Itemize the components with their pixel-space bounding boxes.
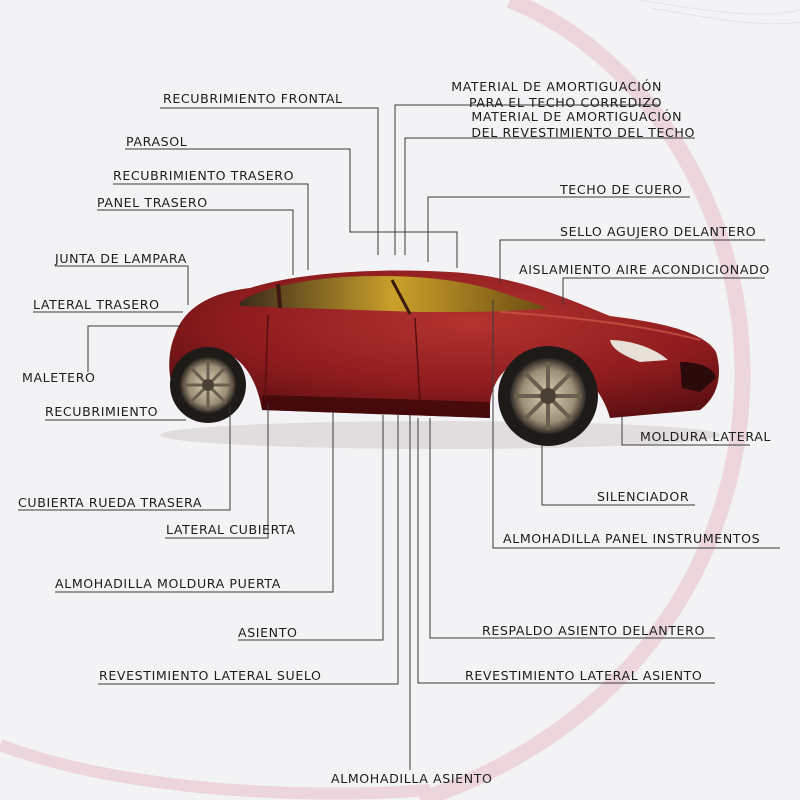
label-lateral-trasero: LATERAL TRASERO bbox=[33, 297, 160, 312]
leader-maletero bbox=[87, 325, 180, 372]
leader-parasol bbox=[125, 148, 458, 268]
label-revestimiento-lateral-suelo: REVESTIMIENTO LATERAL SUELO bbox=[99, 668, 322, 683]
label-recubrimiento: RECUBRIMIENTO bbox=[45, 404, 159, 419]
label-lateral-cubierta: LATERAL CUBIERTA bbox=[166, 522, 296, 537]
leader-revestimiento-techo bbox=[404, 137, 695, 255]
leader-asiento bbox=[238, 415, 384, 641]
leader-lateral-cubierta bbox=[165, 405, 269, 539]
label-maletero: MALETERO bbox=[22, 370, 96, 385]
leader-aislamiento-aire bbox=[562, 277, 765, 305]
leader-silenciador bbox=[541, 445, 695, 506]
label-material-revestimiento-line2: DEL REVESTIMIENTO DEL TECHO bbox=[471, 124, 695, 140]
label-moldura-lateral: MOLDURA LATERAL bbox=[640, 429, 772, 444]
label-recubrimiento-frontal: RECUBRIMIENTO FRONTAL bbox=[163, 91, 343, 106]
leader-almohadilla-panel bbox=[492, 300, 780, 549]
label-material-revestimiento-line1: MATERIAL DE AMORTIGUACIÓN bbox=[471, 109, 683, 124]
label-respaldo-asiento-delantero: RESPALDO ASIENTO DELANTERO bbox=[482, 623, 705, 638]
label-almohadilla-moldura-puerta: ALMOHADILLA MOLDURA PUERTA bbox=[55, 576, 281, 591]
label-panel-trasero: PANEL TRASERO bbox=[97, 195, 208, 210]
leader-recubrimiento-trasero bbox=[113, 183, 309, 270]
label-material-techo-corredizo: MATERIAL DE AMORTIGUACIÓN PARA EL TECHO … bbox=[451, 79, 662, 110]
label-junta-lampara: JUNTA DE LAMPARA bbox=[55, 251, 187, 266]
leader-recubrimiento-frontal bbox=[160, 107, 379, 255]
leader-respaldo bbox=[429, 418, 715, 639]
leader-junta-lampara bbox=[55, 265, 189, 305]
label-almohadilla-panel-instrumentos: ALMOHADILLA PANEL INSTRUMENTOS bbox=[503, 531, 761, 546]
car-illustration bbox=[160, 270, 720, 449]
label-techo-cuero: TECHO DE CUERO bbox=[560, 182, 683, 197]
leader-almohadilla-moldura bbox=[55, 412, 334, 593]
label-sello-agujero-delantero: SELLO AGUJERO DELANTERO bbox=[560, 224, 757, 239]
label-asiento: ASIENTO bbox=[238, 625, 298, 640]
leader-lines bbox=[18, 104, 780, 770]
label-aislamiento-aire-acondicionado: AISLAMIENTO AIRE ACONDICIONADO bbox=[519, 262, 770, 277]
label-material-techo-corredizo-line2: PARA EL TECHO CORREDIZO bbox=[469, 94, 662, 110]
label-material-revestimiento-techo: MATERIAL DE AMORTIGUACIÓN DEL REVESTIMIE… bbox=[471, 109, 695, 140]
label-parasol: PARASOL bbox=[126, 134, 188, 149]
label-silenciador: SILENCIADOR bbox=[597, 489, 690, 504]
leader-techo-corredizo bbox=[394, 104, 660, 255]
leader-cubierta-rueda bbox=[18, 405, 231, 511]
leader-revestimiento-suelo bbox=[98, 415, 399, 685]
label-almohadilla-asiento: ALMOHADILLA ASIENTO bbox=[331, 771, 493, 786]
label-recubrimiento-trasero: RECUBRIMIENTO TRASERO bbox=[113, 168, 295, 183]
leader-moldura-lateral bbox=[621, 415, 750, 446]
label-cubierta-rueda-trasera: CUBIERTA RUEDA TRASERA bbox=[18, 495, 203, 510]
leader-revestimiento-asiento bbox=[417, 418, 715, 684]
leader-sello-agujero bbox=[499, 239, 765, 283]
leader-panel-trasero bbox=[97, 209, 294, 275]
label-revestimiento-lateral-asiento: REVESTIMIENTO LATERAL ASIENTO bbox=[465, 668, 703, 683]
leader-techo-cuero bbox=[427, 196, 690, 262]
label-material-techo-corredizo-line1: MATERIAL DE AMORTIGUACIÓN bbox=[451, 79, 662, 94]
